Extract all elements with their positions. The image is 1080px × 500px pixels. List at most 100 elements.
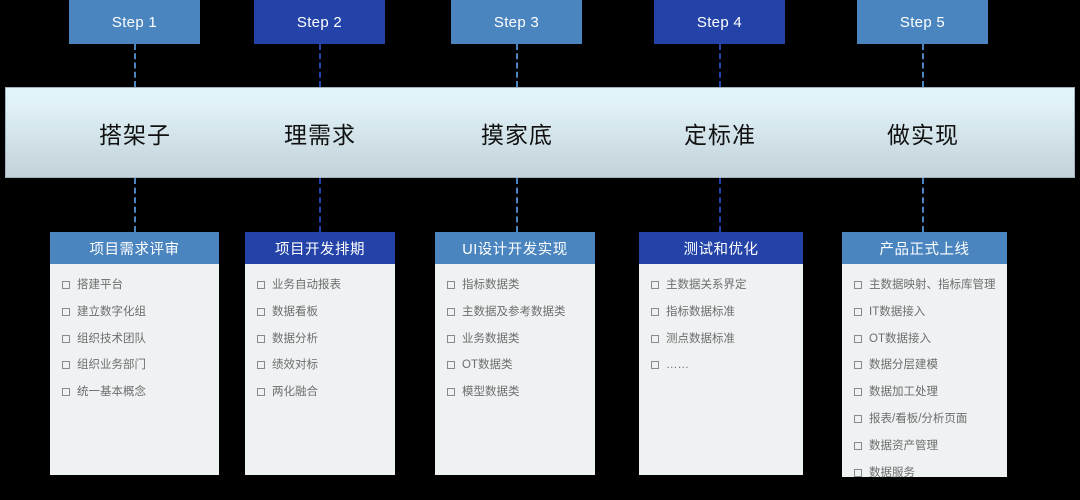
checkbox-icon	[854, 334, 862, 343]
checkbox-icon	[854, 441, 862, 450]
list-item: 数据分层建模	[854, 357, 997, 375]
checkbox-icon	[651, 281, 659, 289]
list-item: 主数据映射、指标库管理	[854, 277, 997, 295]
list-item: 建立数字化组	[62, 304, 209, 322]
connector-banner-to-card-1	[134, 178, 136, 232]
detail-card-body-5: 主数据映射、指标库管理 IT数据接入 OT数据接入数据分层建模数据加工处理报表/看板…	[842, 264, 1007, 500]
connector-step-to-banner-5	[922, 44, 924, 87]
list-item-label: 绩效对标	[272, 359, 318, 372]
list-item: IT数据接入	[854, 304, 997, 322]
detail-card-title-5: 产品正式上线	[842, 232, 1007, 264]
list-item: 指标数据类	[447, 277, 585, 295]
connector-banner-to-card-2	[319, 178, 321, 232]
step-box-1[interactable]: Step 1	[69, 0, 200, 44]
list-item: 数据加工处理	[854, 384, 997, 402]
connector-banner-to-card-4	[719, 178, 721, 232]
list-item-label: 数据服务	[869, 466, 915, 479]
detail-card-title-1: 项目需求评审	[50, 232, 219, 264]
phase-label-1: 搭架子	[99, 121, 171, 148]
list-item-label: ……	[666, 359, 689, 372]
checkbox-icon	[447, 388, 455, 397]
list-item: 主数据及参考数据类	[447, 304, 585, 322]
connector-banner-to-card-5	[922, 178, 924, 232]
checkbox-icon	[651, 361, 659, 370]
checkbox-icon	[447, 307, 455, 316]
phase-label-3: 摸家底	[481, 121, 553, 148]
connector-step-to-banner-4	[719, 44, 721, 87]
list-item: 模型数据类	[447, 384, 585, 402]
checkbox-icon	[257, 388, 265, 397]
list-item-label: 模型数据类	[462, 386, 520, 399]
checkbox-icon	[447, 361, 455, 370]
checkbox-icon	[257, 281, 265, 289]
list-item: 业务自动报表	[257, 277, 385, 295]
list-item: 数据资产管理	[854, 438, 997, 456]
checkbox-icon	[257, 361, 265, 370]
list-item: 组织技术团队	[62, 331, 209, 349]
list-item-label: 报表/看板/分析页面	[869, 413, 968, 426]
detail-card-title-2: 项目开发排期	[245, 232, 395, 264]
list-item: OT数据类	[447, 357, 585, 375]
list-item: 数据看板	[257, 304, 385, 322]
list-item: 数据服务	[854, 465, 997, 483]
checkbox-icon	[651, 334, 659, 343]
list-item-label: 数据资产管理	[869, 439, 938, 452]
list-item: 组织业务部门	[62, 357, 209, 375]
connector-banner-to-card-3	[516, 178, 518, 232]
list-item: 两化融合	[257, 384, 385, 402]
list-item-label: 两化融合	[272, 386, 318, 399]
list-item-label: 组织业务部门	[77, 359, 146, 372]
checkbox-icon	[854, 415, 862, 424]
list-item-label: 指标数据类	[462, 279, 520, 291]
step-box-3[interactable]: Step 3	[451, 0, 582, 44]
checkbox-icon	[651, 307, 659, 316]
checkbox-icon	[62, 334, 70, 343]
checkbox-icon	[62, 388, 70, 397]
list-item-label: 统一基本概念	[77, 386, 146, 399]
step-box-2[interactable]: Step 2	[254, 0, 385, 44]
detail-card-body-4: 主数据关系界定指标数据标准测点数据标准 ……	[639, 264, 803, 394]
list-item-label: 数据加工处理	[869, 386, 938, 399]
detail-card-body-2: 业务自动报表数据看板数据分析绩效对标两化融合	[245, 264, 395, 421]
checkbox-icon	[854, 361, 862, 370]
list-item-label: 主数据映射、指标库管理	[869, 279, 996, 291]
list-item: 绩效对标	[257, 357, 385, 375]
detail-card-body-1: 搭建平台建立数字化组组织技术团队组织业务部门统一基本概念	[50, 264, 219, 421]
step-box-5[interactable]: Step 5	[857, 0, 988, 44]
detail-card-title-3: UI设计开发实现	[435, 232, 595, 264]
phase-label-5: 做实现	[887, 121, 959, 148]
detail-card-4: 测试和优化主数据关系界定指标数据标准测点数据标准 ……	[639, 232, 803, 475]
list-item: ……	[651, 357, 793, 375]
list-item-label: 数据看板	[272, 305, 318, 318]
list-item: 搭建平台	[62, 277, 209, 295]
checkbox-icon	[62, 307, 70, 316]
checkbox-icon	[447, 281, 455, 289]
detail-card-2: 项目开发排期业务自动报表数据看板数据分析绩效对标两化融合	[245, 232, 395, 475]
phase-label-4: 定标准	[684, 121, 756, 148]
checkbox-icon	[854, 468, 862, 477]
list-item-label: 组织技术团队	[77, 332, 146, 345]
list-item: 测点数据标准	[651, 331, 793, 349]
checkbox-icon	[62, 361, 70, 370]
list-item: 统一基本概念	[62, 384, 209, 402]
checkbox-icon	[62, 281, 70, 289]
phase-banner: 搭架子 理需求 摸家底 定标准 做实现	[5, 87, 1075, 178]
detail-card-3: UI设计开发实现指标数据类主数据及参考数据类业务数据类 OT数据类模型数据类	[435, 232, 595, 475]
detail-card-body-3: 指标数据类主数据及参考数据类业务数据类 OT数据类模型数据类	[435, 264, 595, 421]
list-item-label: 指标数据标准	[666, 305, 735, 318]
list-item-label: 建立数字化组	[77, 305, 146, 318]
list-item: 指标数据标准	[651, 304, 793, 322]
list-item-label: 搭建平台	[77, 279, 123, 291]
list-item: 业务数据类	[447, 331, 585, 349]
connector-step-to-banner-1	[134, 44, 136, 87]
step-box-4[interactable]: Step 4	[654, 0, 785, 44]
detail-card-title-4: 测试和优化	[639, 232, 803, 264]
list-item: 主数据关系界定	[651, 277, 793, 295]
list-item-label: 主数据关系界定	[666, 279, 747, 291]
detail-card-1: 项目需求评审搭建平台建立数字化组组织技术团队组织业务部门统一基本概念	[50, 232, 219, 475]
list-item-label: OT数据接入	[869, 332, 931, 345]
list-item-label: 业务数据类	[462, 332, 520, 345]
list-item-label: IT数据接入	[869, 305, 926, 318]
list-item-label: 业务自动报表	[272, 279, 341, 291]
phase-label-2: 理需求	[284, 121, 356, 148]
